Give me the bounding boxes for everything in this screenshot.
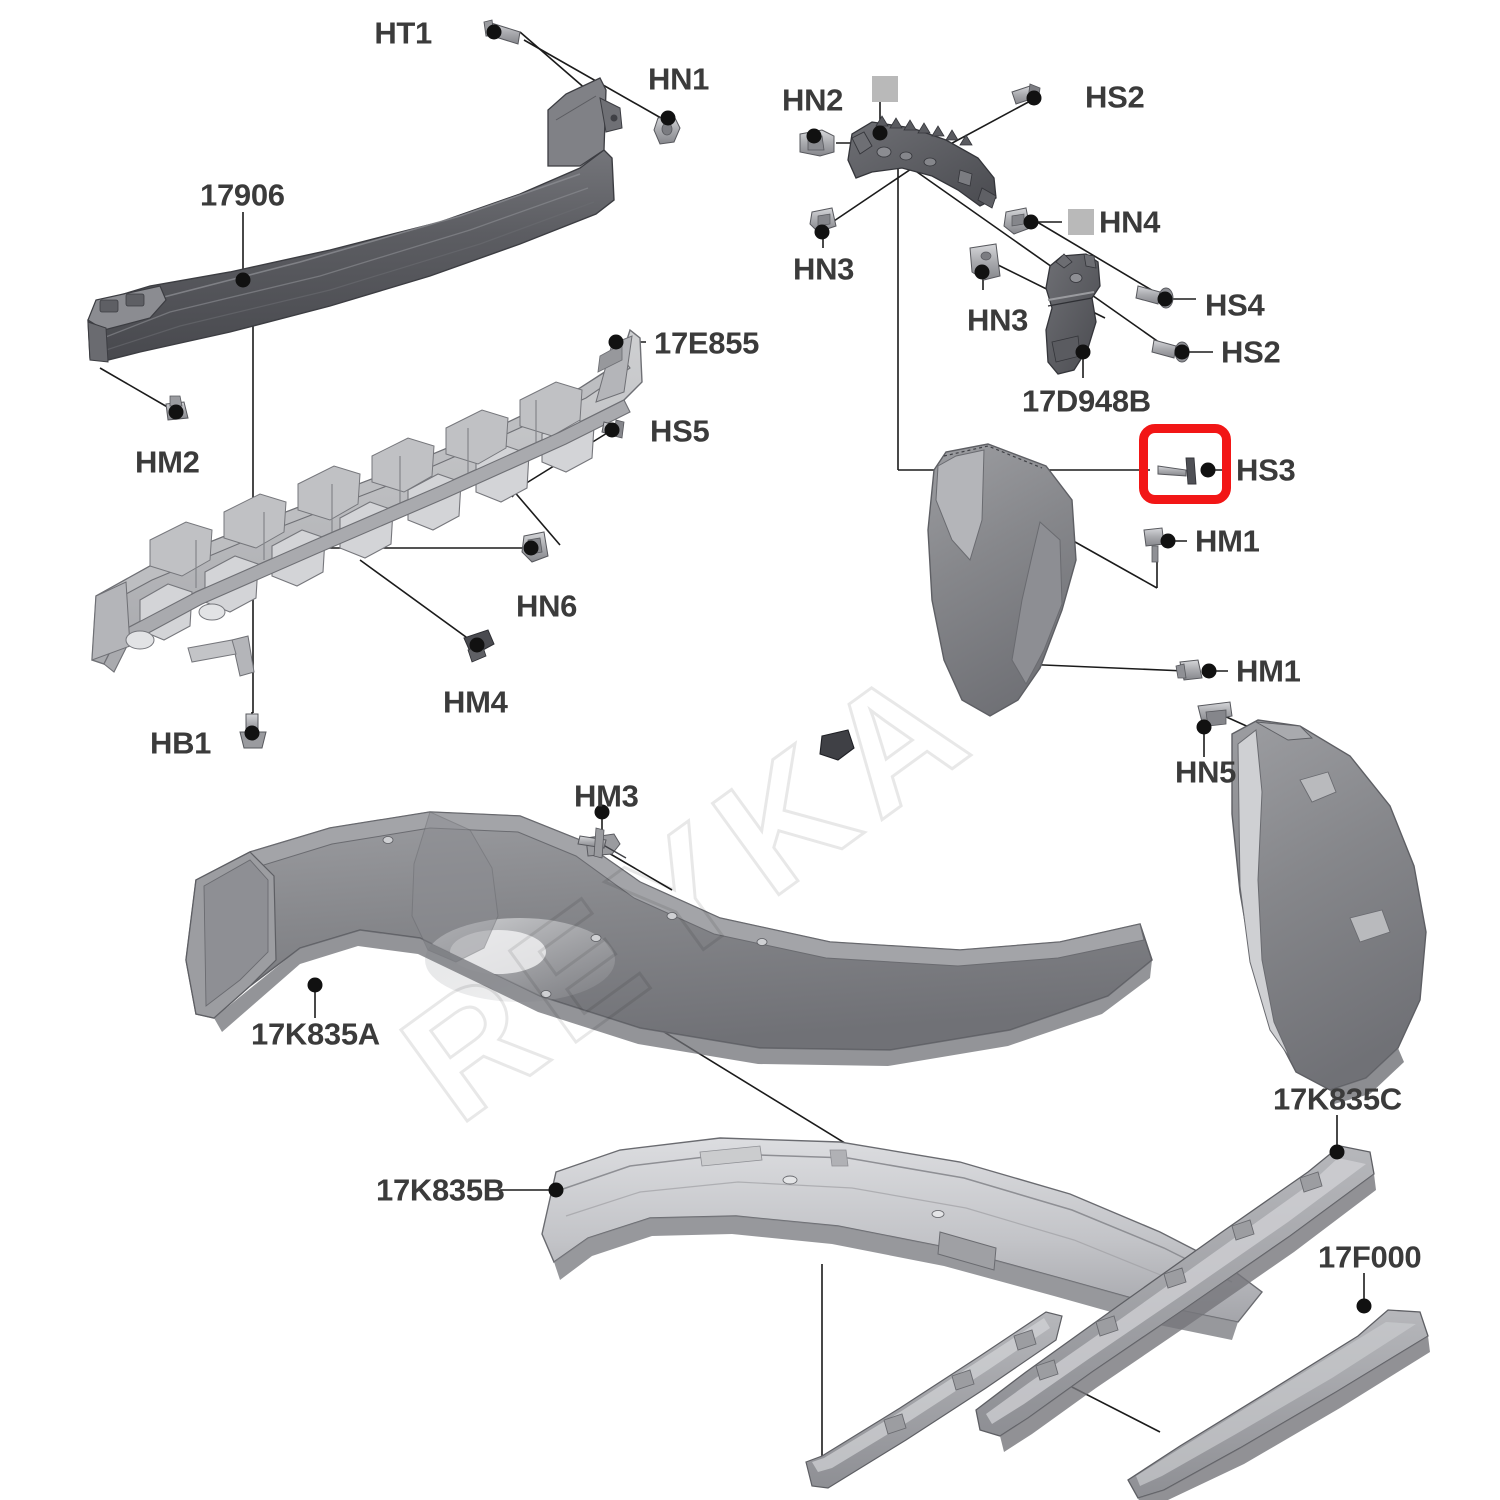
callout-label-hs3: HS3 [1236,452,1296,488]
callout-label-p17k835a: 17K835A [251,1016,380,1052]
callout-label-p17e855: 17E855 [654,325,760,361]
part-17E855-energy-absorber [91,328,643,677]
part-17K835C-lower-trim-molding [975,1145,1376,1452]
part-17906-reinforcement-bar [87,77,623,363]
callout-label-hm4: HM4 [443,684,508,720]
fastener-HM3 [577,827,607,859]
callout-dots [168,24,1372,1314]
callout-label-p17906: 17906 [200,177,285,213]
part-17K835C-right-corner-panel [1231,719,1427,1104]
fastener-HM1-b [1175,659,1203,681]
callout-label-p17k835b: 17K835B [376,1172,505,1208]
callout-label-hs5: HS5 [650,413,710,449]
callout-label-p17k835c: 17K835C [1273,1081,1402,1117]
part-upper-bracket-dark [847,115,997,209]
callout-label-hn3_a: HN3 [793,251,855,287]
callout-label-hm1_b: HM1 [1236,653,1301,689]
redact-hn4 [1068,209,1094,235]
callout-label-p17d948b: 17D948B [1022,383,1151,419]
callout-label-hn6: HN6 [516,588,578,624]
fastener-HN4 [1003,207,1031,235]
callout-label-ht1: HT1 [374,15,432,51]
callout-label-hm3: HM3 [574,778,639,814]
callout-label-hn5: HN5 [1175,754,1237,790]
redact-hn2-top [872,76,898,102]
part-17D948B-side-bracket [1045,253,1101,375]
callout-label-hs4: HS4 [1205,287,1265,323]
part-17F000-finisher-trim [1127,1309,1430,1500]
part-lower-trim-left-extension [805,1311,1063,1489]
callout-label-p17f000: 17F000 [1318,1239,1422,1275]
part-17K835A-bumper-cover [185,443,1153,1066]
fastener-HS3 [1157,457,1197,485]
callout-label-hn2: HN2 [782,82,844,118]
fastener-HN5 [1197,701,1233,727]
fastener-HN3-a [809,207,837,233]
callout-label-hn1: HN1 [648,61,710,97]
callout-label-hb1: HB1 [150,725,212,761]
callout-label-hs2_top: HS2 [1085,79,1145,115]
callout-label-hm2: HM2 [135,444,200,480]
callout-label-hs2_mid: HS2 [1221,334,1281,370]
callout-label-hm1_a: HM1 [1195,523,1260,559]
callout-label-hn3_b: HN3 [967,302,1029,338]
fastener-HM1-a [1143,527,1165,563]
callout-label-hn4: HN4 [1099,204,1161,240]
